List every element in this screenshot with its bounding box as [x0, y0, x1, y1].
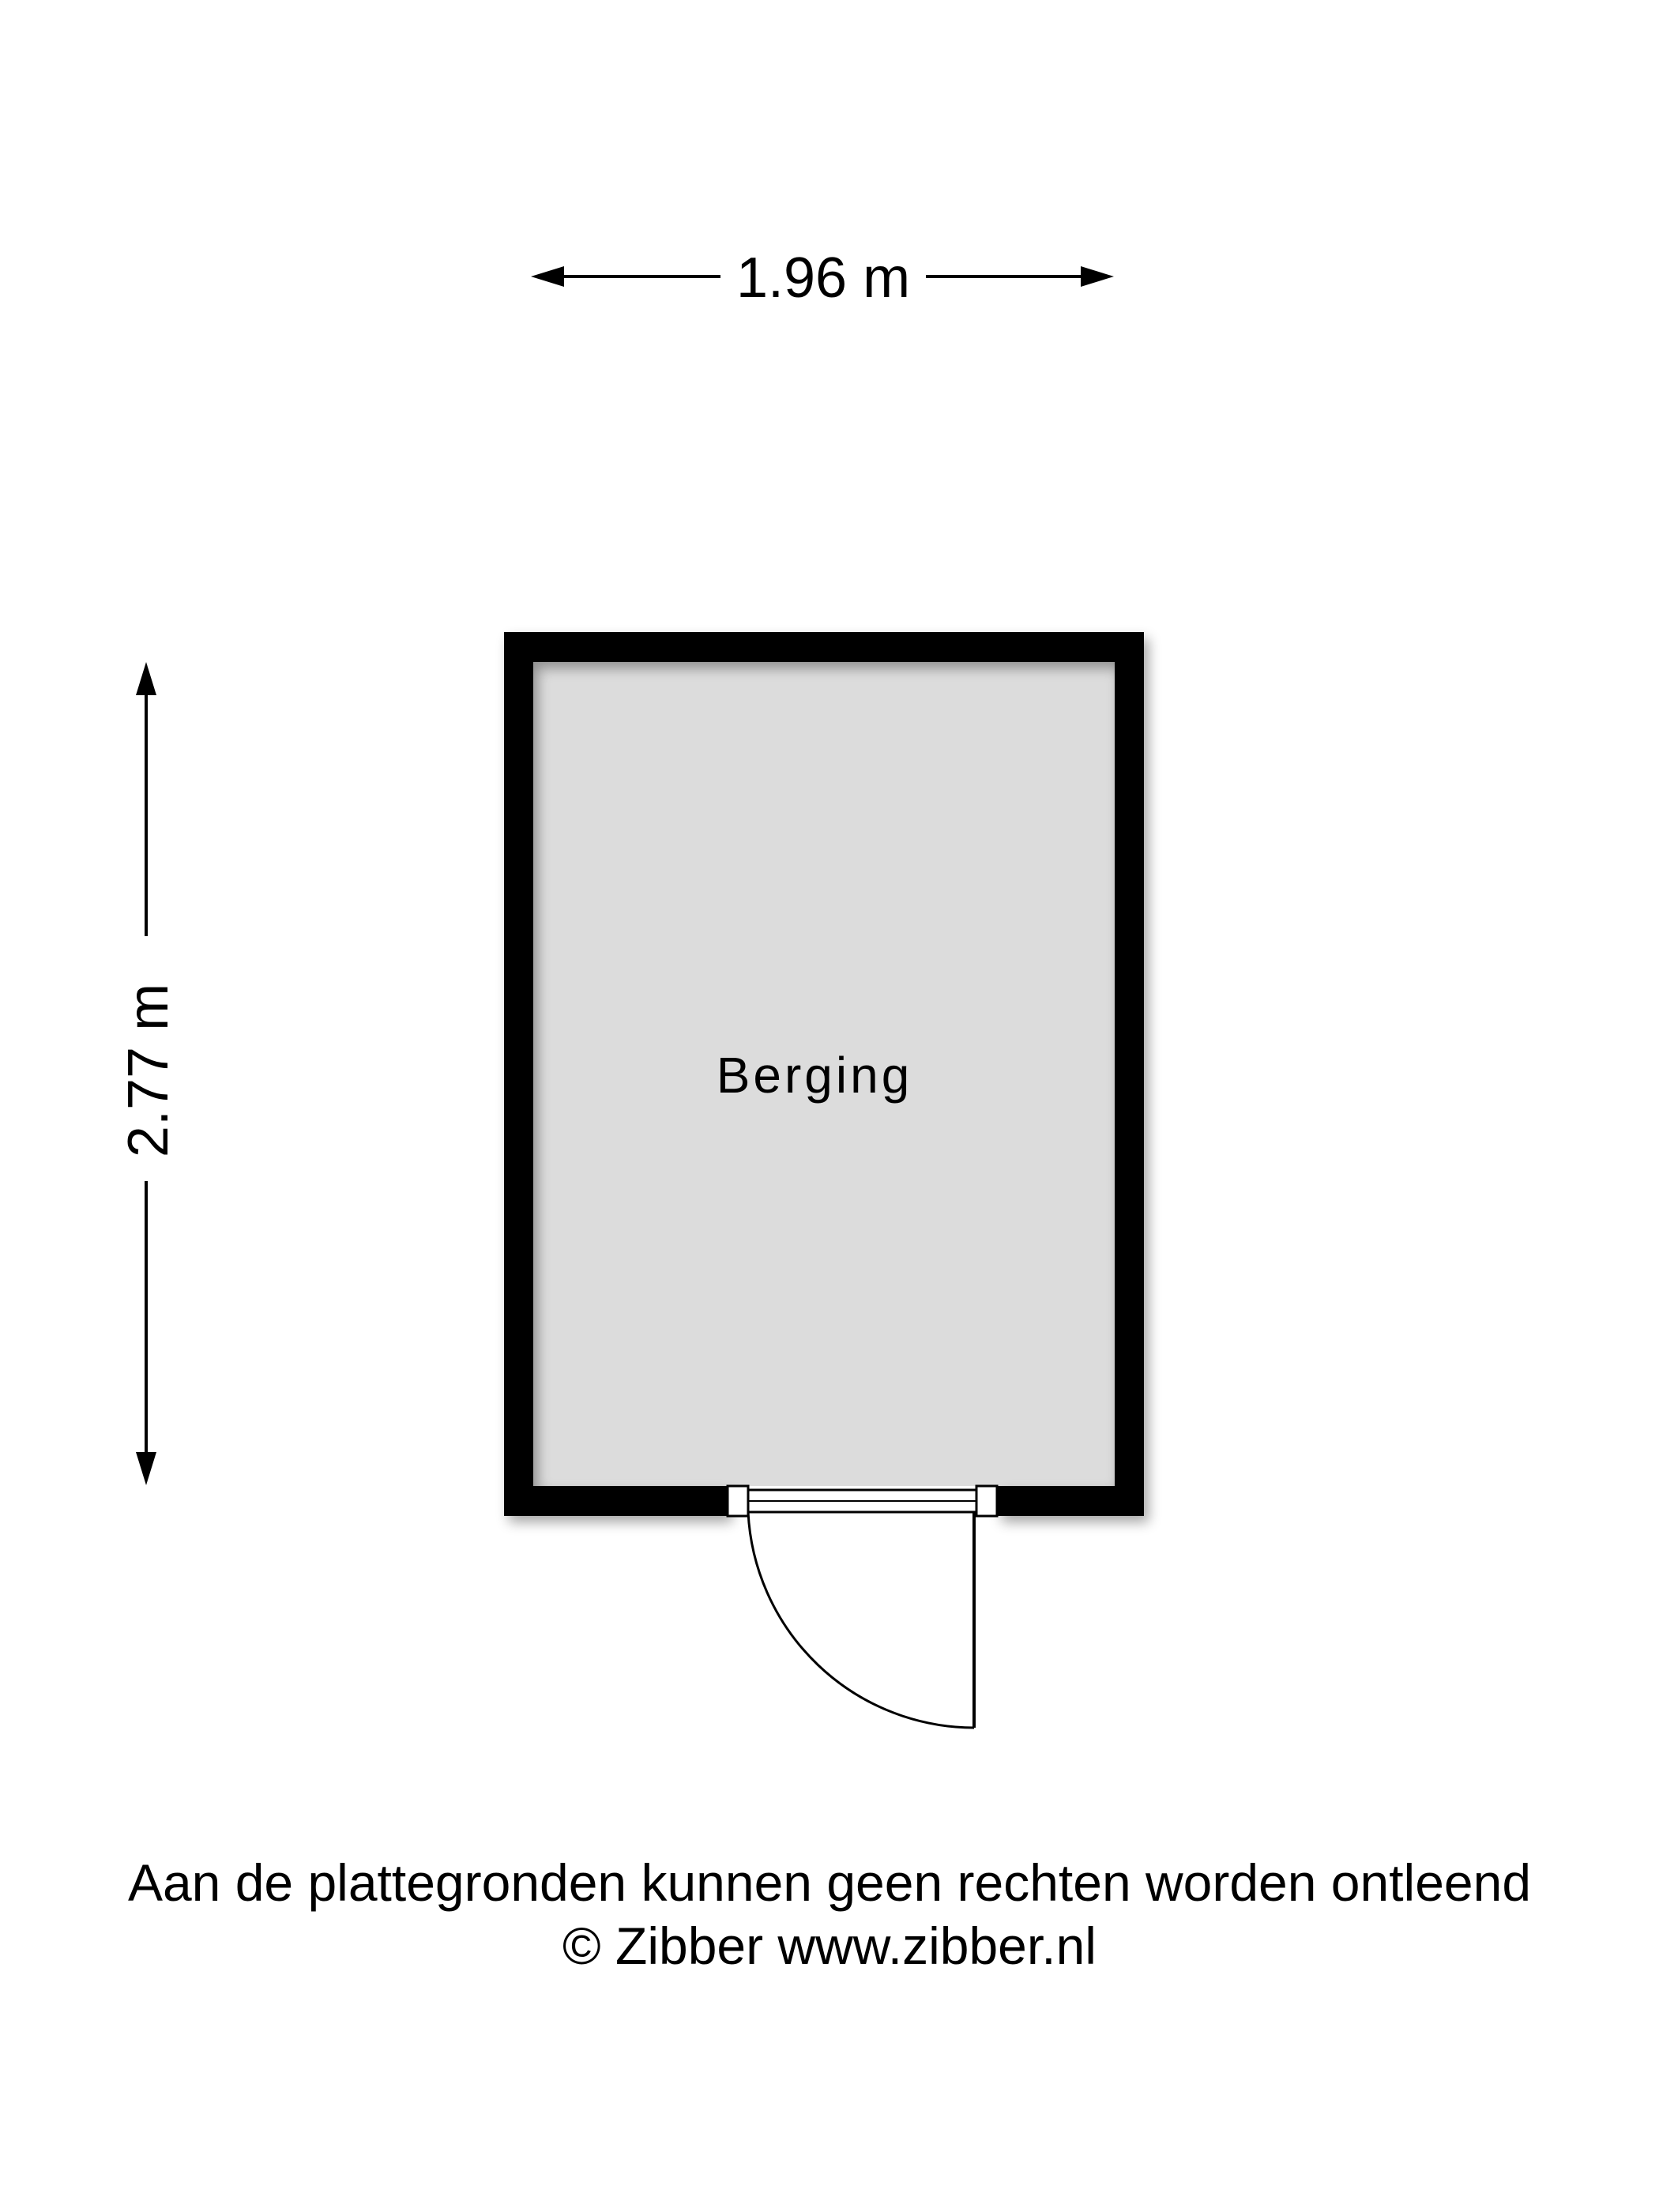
width-dimension: 1.96 m — [531, 246, 1114, 310]
copyright-text: © Zibber www.zibber.nl — [562, 1917, 1097, 1975]
disclaimer-text: Aan de plattegronden kunnen geen rechten… — [127, 1853, 1532, 1912]
door-jamb-right — [975, 1484, 999, 1518]
room-name-label: Berging — [717, 1047, 913, 1104]
wall-top — [504, 632, 1144, 662]
height-arrow-top — [136, 662, 156, 695]
wall-bottom-left — [504, 1486, 728, 1516]
room-walls — [504, 632, 1144, 1516]
door-jamb-left — [726, 1484, 750, 1518]
door-swing-arc — [747, 1511, 975, 1729]
width-dimension-label: 1.96 m — [736, 246, 910, 310]
door-swing — [747, 1511, 976, 1729]
room-berging: Berging — [504, 632, 1144, 1729]
wall-left — [504, 632, 533, 1516]
height-dimension-label: 2.77 m — [117, 984, 180, 1157]
height-dimension: 2.77 m — [117, 662, 180, 1485]
room-floor — [533, 662, 1115, 1486]
height-arrow-bottom — [136, 1452, 156, 1485]
width-arrow-right — [1081, 266, 1114, 287]
width-arrow-left — [531, 266, 564, 287]
wall-bottom-right — [997, 1486, 1144, 1516]
door-frame — [726, 1484, 999, 1518]
wall-right — [1115, 632, 1144, 1516]
